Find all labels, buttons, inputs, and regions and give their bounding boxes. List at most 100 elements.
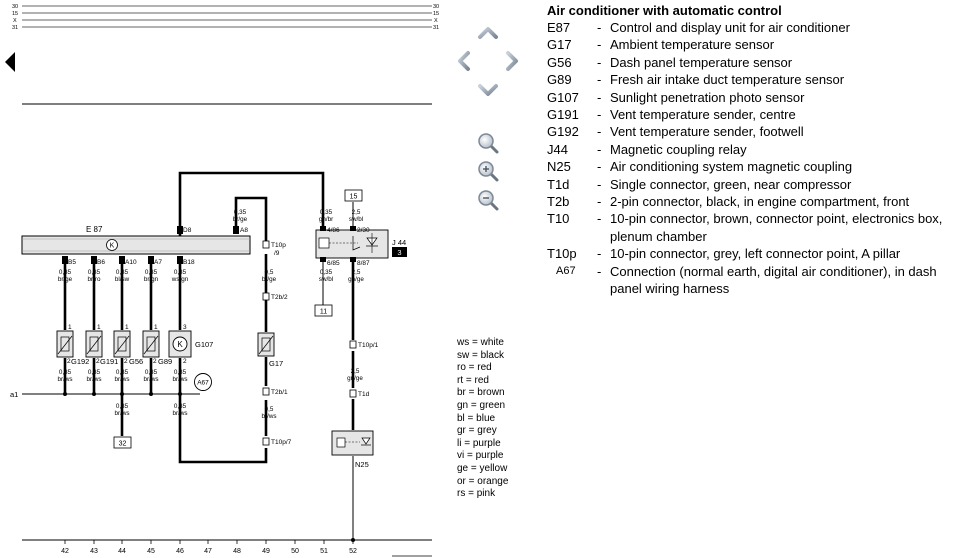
color-code-row: ro = red [457, 362, 492, 374]
wire-51b-size: 0,35 [320, 269, 333, 276]
pin-46-3: 3 [183, 324, 187, 331]
legend-description: 2-pin connector, black, in engine compar… [610, 194, 910, 210]
earth-connection-a67 [194, 373, 212, 391]
zoom-out-icon[interactable] [478, 190, 499, 211]
pin-b5: B5 [68, 259, 76, 266]
wire-49a-color: br/ge [262, 276, 277, 283]
column-51: 51 [320, 548, 328, 555]
legend-dash: - [597, 20, 602, 35]
g191-label: G191 [100, 357, 118, 366]
legend-description: Single connector, green, near compressor [610, 176, 852, 192]
legend-description: Ambient temperature sensor [610, 37, 775, 53]
legend-dash: - [597, 159, 602, 175]
pan-left-icon[interactable] [458, 51, 470, 71]
legend-code: G191 [547, 107, 579, 123]
color-code-row: or = orange [457, 475, 509, 487]
legend-row: J44-Magnetic coupling relay [547, 141, 957, 158]
wire-46c-color: br/ws [172, 410, 187, 417]
wiring-diagram: 30 15 X 31 30 15 X 31 [5, 4, 439, 557]
wire-48-color: br/ge [233, 216, 248, 223]
color-code-row: li = purple [457, 437, 501, 449]
color-code-row: ws = white [457, 337, 504, 348]
rail-label-x-right: X [434, 18, 438, 24]
connector-t10p-1: T10p/1 [358, 342, 379, 349]
column-52: 52 [349, 548, 357, 555]
legend-dash: - [597, 107, 602, 123]
column-46: 46 [176, 548, 184, 555]
wire-52a-color: sw/bl [349, 216, 363, 223]
pin-44-1: 1 [125, 324, 129, 331]
legend-dash: - [597, 176, 602, 192]
wire-48-size: 0,35 [234, 209, 247, 216]
pin-42-2: 2 [67, 358, 71, 365]
g192-label: G192 [71, 357, 89, 366]
legend-description: 10-pin connector, brown, connector point… [610, 211, 943, 244]
wire-52b-color: gn/ge [348, 276, 364, 283]
previous-page-icon[interactable] [5, 52, 15, 72]
pin-46-2: 2 [183, 358, 187, 365]
g89-label: G89 [158, 357, 172, 366]
wire-43a-size: 0,35 [88, 269, 101, 276]
column-48: 48 [233, 548, 241, 555]
wire-51b-color: sw/bl [319, 276, 333, 283]
legend-description: Air conditioning system magnetic couplin… [610, 159, 853, 175]
pan-up-icon[interactable] [478, 27, 498, 39]
k-symbol-icon [106, 239, 118, 251]
temperature-senders [56, 330, 275, 358]
legend-row: G17-Ambient temperature sensor [547, 36, 957, 53]
column-49: 49 [262, 548, 270, 555]
color-code-row: sw = black [457, 349, 504, 361]
column-42: 42 [61, 548, 69, 555]
pin-45-1: 1 [154, 324, 158, 331]
color-code-row: gn = green [457, 399, 506, 411]
wire-46b-size: 0,35 [174, 369, 187, 376]
wire-46a-size: 0,35 [174, 269, 187, 276]
legend-row: A67-Connection (normal earth, digital ai… [547, 263, 957, 298]
column-47: 47 [204, 548, 212, 555]
wire-42a-color: br/ge [58, 276, 73, 283]
legend-code: G17 [547, 37, 572, 53]
legend-description: Control and display unit for air conditi… [610, 20, 850, 35]
rail-label-30-right: 30 [433, 4, 439, 10]
connector-t2b-1: T2b/1 [271, 389, 288, 396]
n25-label: N25 [355, 460, 369, 469]
wire-46b-color: br/ws [172, 376, 187, 383]
wire-45a-size: 0,35 [145, 269, 158, 276]
rail-label-31-right: 31 [433, 25, 439, 31]
zoom-in-icon[interactable] [478, 161, 499, 182]
pan-right-icon[interactable] [506, 51, 518, 71]
legend-row: G191-Vent temperature sender, centre [547, 106, 957, 123]
zoom-fit-icon[interactable] [478, 133, 499, 154]
legend-code: T2b [547, 194, 570, 210]
ref-11: 11 [320, 309, 327, 316]
connector-t1d: T1d [358, 391, 370, 398]
rail-label-15-right: 15 [433, 11, 439, 17]
rail-label-31-left: 31 [12, 25, 18, 31]
pin-a8: A8 [240, 227, 248, 234]
wire-52c-color: gn/ge [347, 375, 363, 382]
wire-43a-color: br/ro [88, 276, 101, 283]
legend-code: T1d [547, 176, 570, 192]
legend-dash: - [597, 211, 602, 227]
photo-sensor-k: K [177, 340, 183, 349]
legend-row: G192-Vent temperature sender, footwell [547, 123, 957, 140]
supply-rails [22, 5, 432, 105]
wire-46c-size: 0,35 [174, 403, 187, 410]
color-code-row: rt = red [457, 374, 489, 386]
rail-label-15-left: 15 [12, 11, 18, 17]
legend-description: 10-pin connector, grey, left connector p… [610, 246, 901, 262]
wire-45b-color: br/ws [143, 376, 158, 383]
ref-32: 32 [119, 441, 127, 448]
legend-code: E87 [547, 20, 571, 35]
pin-45-2: 2 [153, 358, 157, 365]
legend-row: E87 -Control and display unit for air con… [547, 19, 957, 36]
pan-down-icon[interactable] [478, 84, 498, 96]
legend-code: J44 [547, 141, 568, 157]
legend-description: Fresh air intake duct temperature sensor [610, 72, 845, 88]
pin-d8: D8 [183, 227, 192, 234]
legend-code: A67 [556, 264, 576, 277]
wire-44c-color: br/ws [114, 410, 129, 417]
wire-51a-color: gn/br [319, 216, 333, 223]
legend-row: N25-Air conditioning system magnetic cou… [547, 158, 957, 175]
wire-52b-size: 2,5 [352, 269, 361, 276]
